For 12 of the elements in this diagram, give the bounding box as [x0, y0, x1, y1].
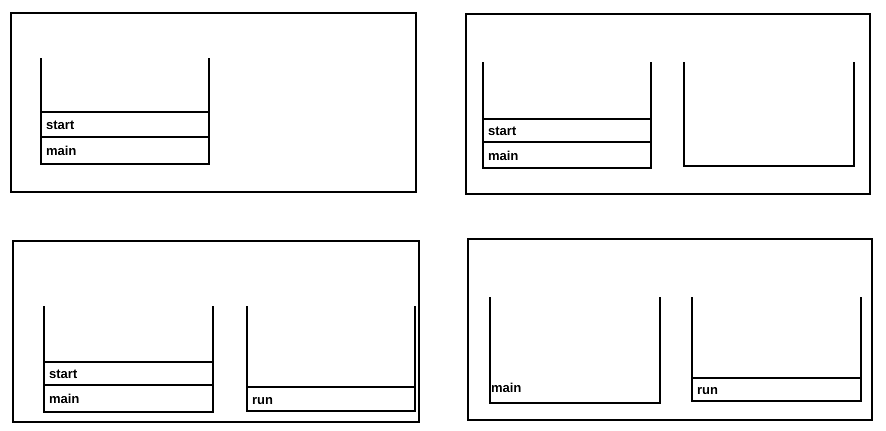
- stack-container: [43, 306, 214, 413]
- stack-container: [40, 58, 210, 165]
- stack-container: [489, 297, 661, 404]
- panel-frame: [10, 12, 417, 193]
- frame-label: main: [491, 380, 522, 395]
- stack-container: [683, 62, 855, 167]
- stack-container: [482, 62, 652, 169]
- panel-frame: [465, 13, 871, 195]
- stack-container: [691, 297, 862, 402]
- panel-frame: [12, 240, 420, 423]
- stack-container: [246, 306, 416, 412]
- panel-frame: [467, 238, 873, 421]
